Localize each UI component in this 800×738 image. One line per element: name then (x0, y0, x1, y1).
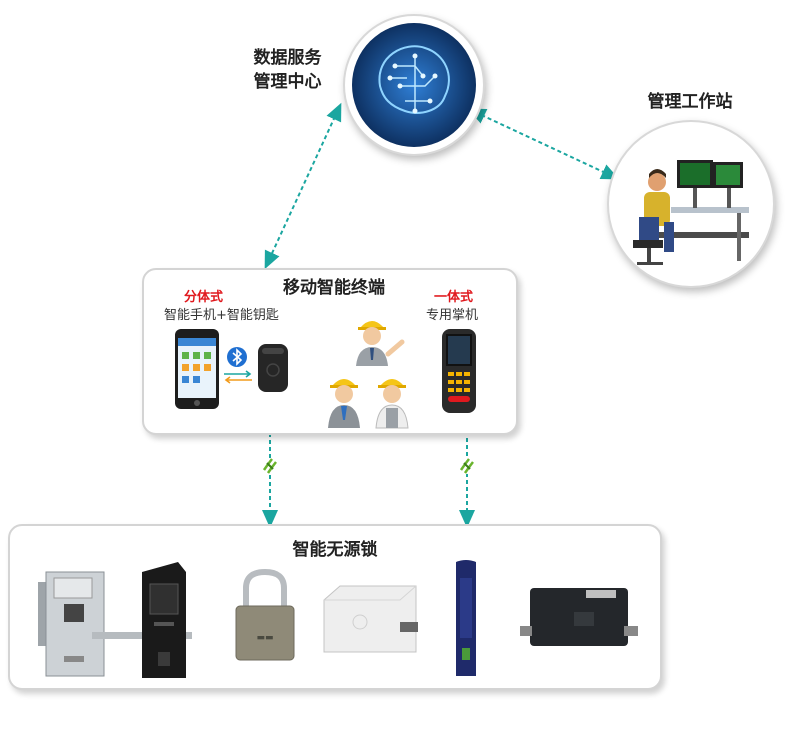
rod-lock-icon (456, 560, 476, 676)
server-to-mobile-link (264, 102, 342, 270)
operator-workstation-icon (633, 160, 749, 265)
wireless-signal-icon (262, 458, 278, 474)
server-circle (343, 14, 485, 156)
workstation-label: 管理工作站 (647, 92, 733, 112)
smartphone-icon (175, 329, 219, 409)
sync-arrows-icon (224, 370, 252, 384)
workers-icon (328, 321, 409, 429)
mobile-terminal-title: 移动智能终端 (283, 278, 385, 298)
mobile-terminal-panel: 移动智能终端 分体式 智能手机+智能钥匙 一体式 专用掌机 (142, 268, 518, 435)
split-type-desc: 智能手机+智能钥匙 (164, 308, 279, 323)
door-lock-icon (520, 588, 638, 646)
server-label-line1: 数据服务 (253, 48, 322, 68)
padlock-icon: ▬▬ (235, 568, 295, 661)
smart-key-icon (258, 344, 288, 392)
wireless-signal-icon (459, 458, 475, 474)
smart-lock-title: 智能无源锁 (292, 540, 378, 560)
server-label-line2: 管理中心 (253, 72, 322, 92)
split-type-tag: 分体式 (184, 290, 224, 305)
brain-network-icon (352, 23, 476, 147)
handheld-terminal-icon (442, 329, 476, 413)
cabinet-lock-icon (142, 562, 186, 678)
box-lock-icon (323, 585, 418, 653)
server-to-workstation-link (467, 108, 620, 180)
svg-text:▬▬: ▬▬ (256, 633, 273, 643)
bluetooth-icon (227, 347, 247, 367)
integrated-type-desc: 专用掌机 (426, 308, 479, 323)
smart-lock-panel: 智能无源锁 ▬▬ (8, 524, 662, 690)
workstation-circle (607, 120, 775, 288)
server-label: 数据服务 管理中心 (235, 46, 340, 94)
integrated-type-tag: 一体式 (434, 290, 474, 305)
